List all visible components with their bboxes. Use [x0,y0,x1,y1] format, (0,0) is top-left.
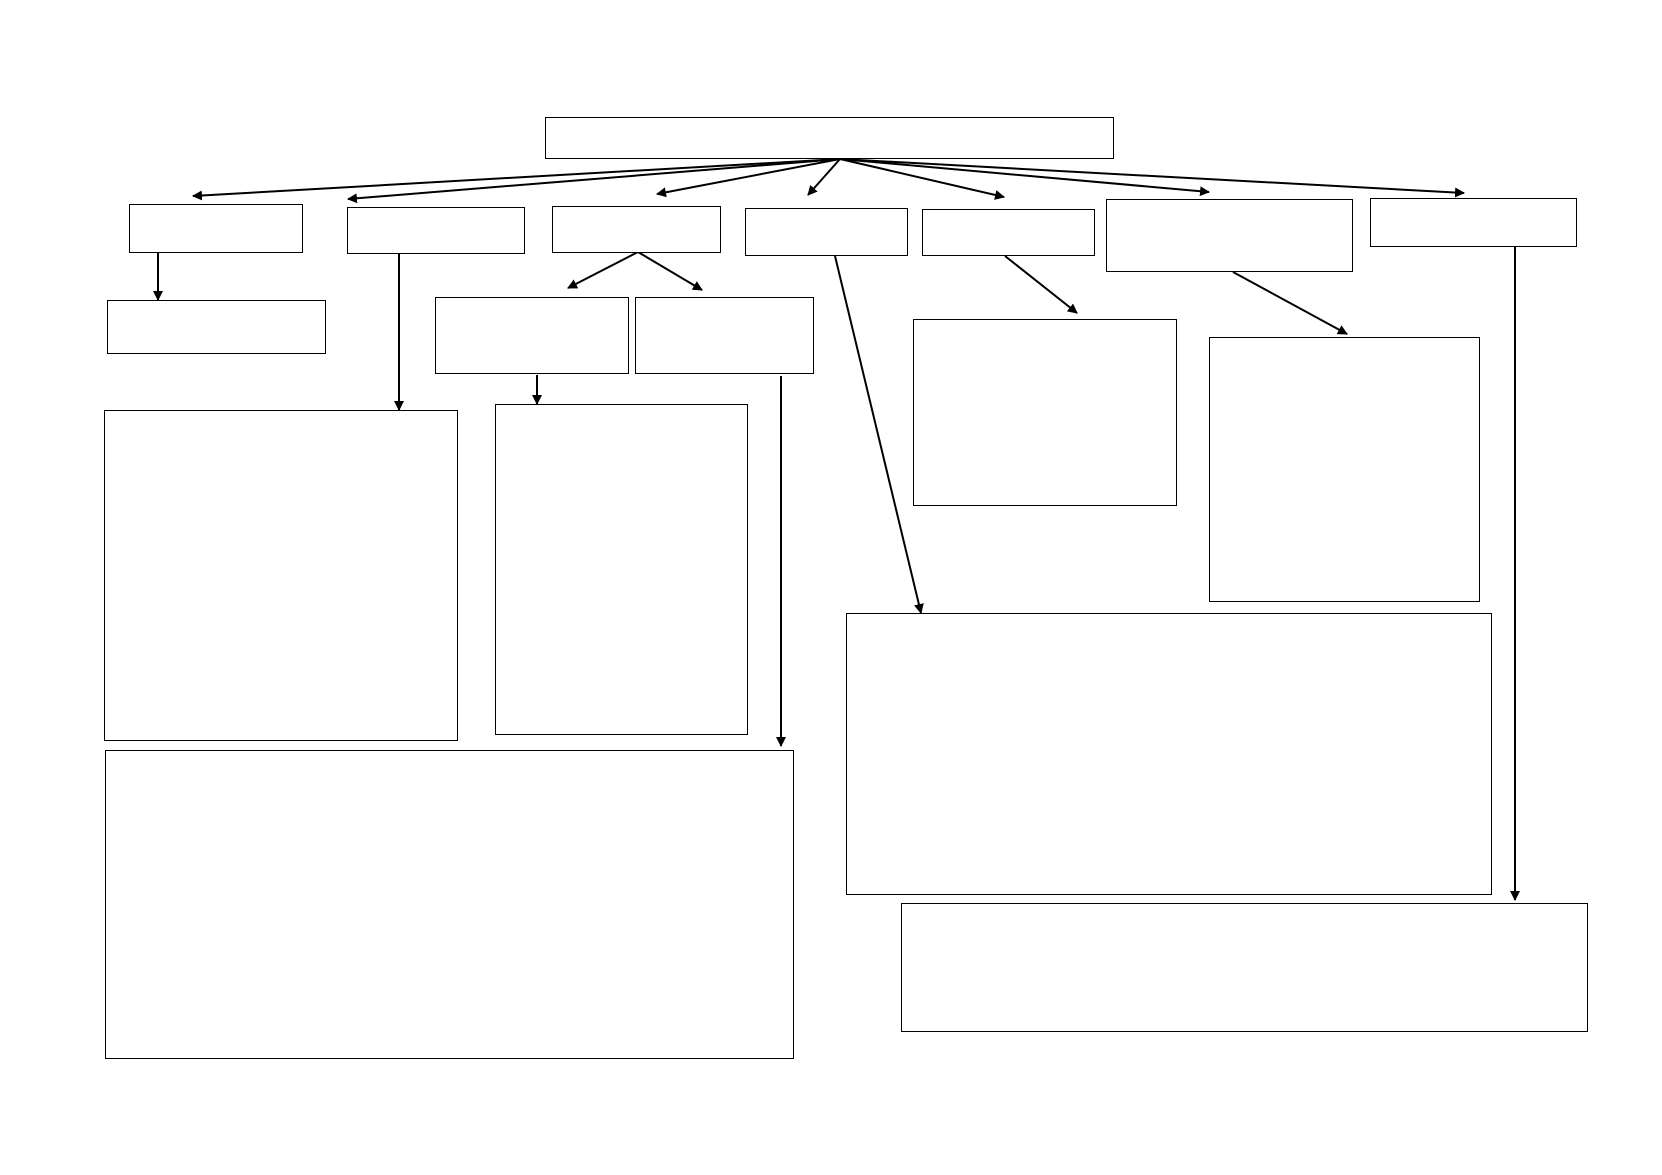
box-level2-c1 [435,297,629,374]
box-frame-level1-c [552,206,721,253]
box-frame-detail-c1 [495,404,748,735]
arrow-root-to-level1-a [192,158,841,201]
box-frame-level1-d [745,208,908,256]
box-frame-level1-g [1370,198,1577,247]
arrow-root-to-level1-d [807,158,841,196]
arrow-level1-c-to-level2-c2 [637,251,703,291]
box-frame-detail-f [1209,337,1480,602]
box-frame-detail-b [104,410,458,741]
box-frame-level2-c2 [635,297,814,374]
box-frame-level1-a [129,204,303,253]
box-frame-level1-e [922,209,1095,256]
arrow-root-to-level1-b [347,158,841,204]
box-level1-c [552,206,721,253]
box-detail-e [913,319,1177,506]
arrow-level1-d-to-detail-d [834,255,924,614]
arrow-level1-c-to-level2-c1 [567,251,639,289]
box-frame-detail-e [913,319,1177,506]
connectors-layer [153,158,1520,901]
box-detail-c1 [495,404,748,735]
box-detail-c2 [105,750,794,1059]
box-frame-detail-d [846,613,1492,895]
box-frame-root [545,117,1114,159]
box-detail-f [1209,337,1480,602]
box-level1-g [1370,198,1577,247]
box-level1-a [129,204,303,253]
box-level2-c2 [635,297,814,374]
box-detail-b [104,410,458,741]
box-detail-d [846,613,1492,895]
arrow-root-to-level1-c [656,158,841,198]
box-frame-detail-c2 [105,750,794,1059]
box-frame-level1-b [347,207,525,254]
box-root [545,117,1114,159]
arrow-root-to-level1-f [839,158,1210,197]
box-detail-g [901,903,1588,1032]
box-level1-f [1106,199,1353,272]
arrow-level1-e-to-detail-e [1004,255,1078,314]
arrow-root-to-level1-e [839,158,1005,200]
box-frame-level1-f [1106,199,1353,272]
box-frame-level2-c1 [435,297,629,374]
box-level2-a1 [107,300,326,354]
arrow-level1-f-to-detail-f [1232,271,1348,335]
box-level1-d [745,208,908,256]
arrow-root-to-level1-g [839,158,1465,198]
box-level1-b [347,207,525,254]
box-frame-level2-a1 [107,300,326,354]
box-frame-detail-g [901,903,1588,1032]
box-level1-e [922,209,1095,256]
boxes-layer [104,117,1588,1059]
